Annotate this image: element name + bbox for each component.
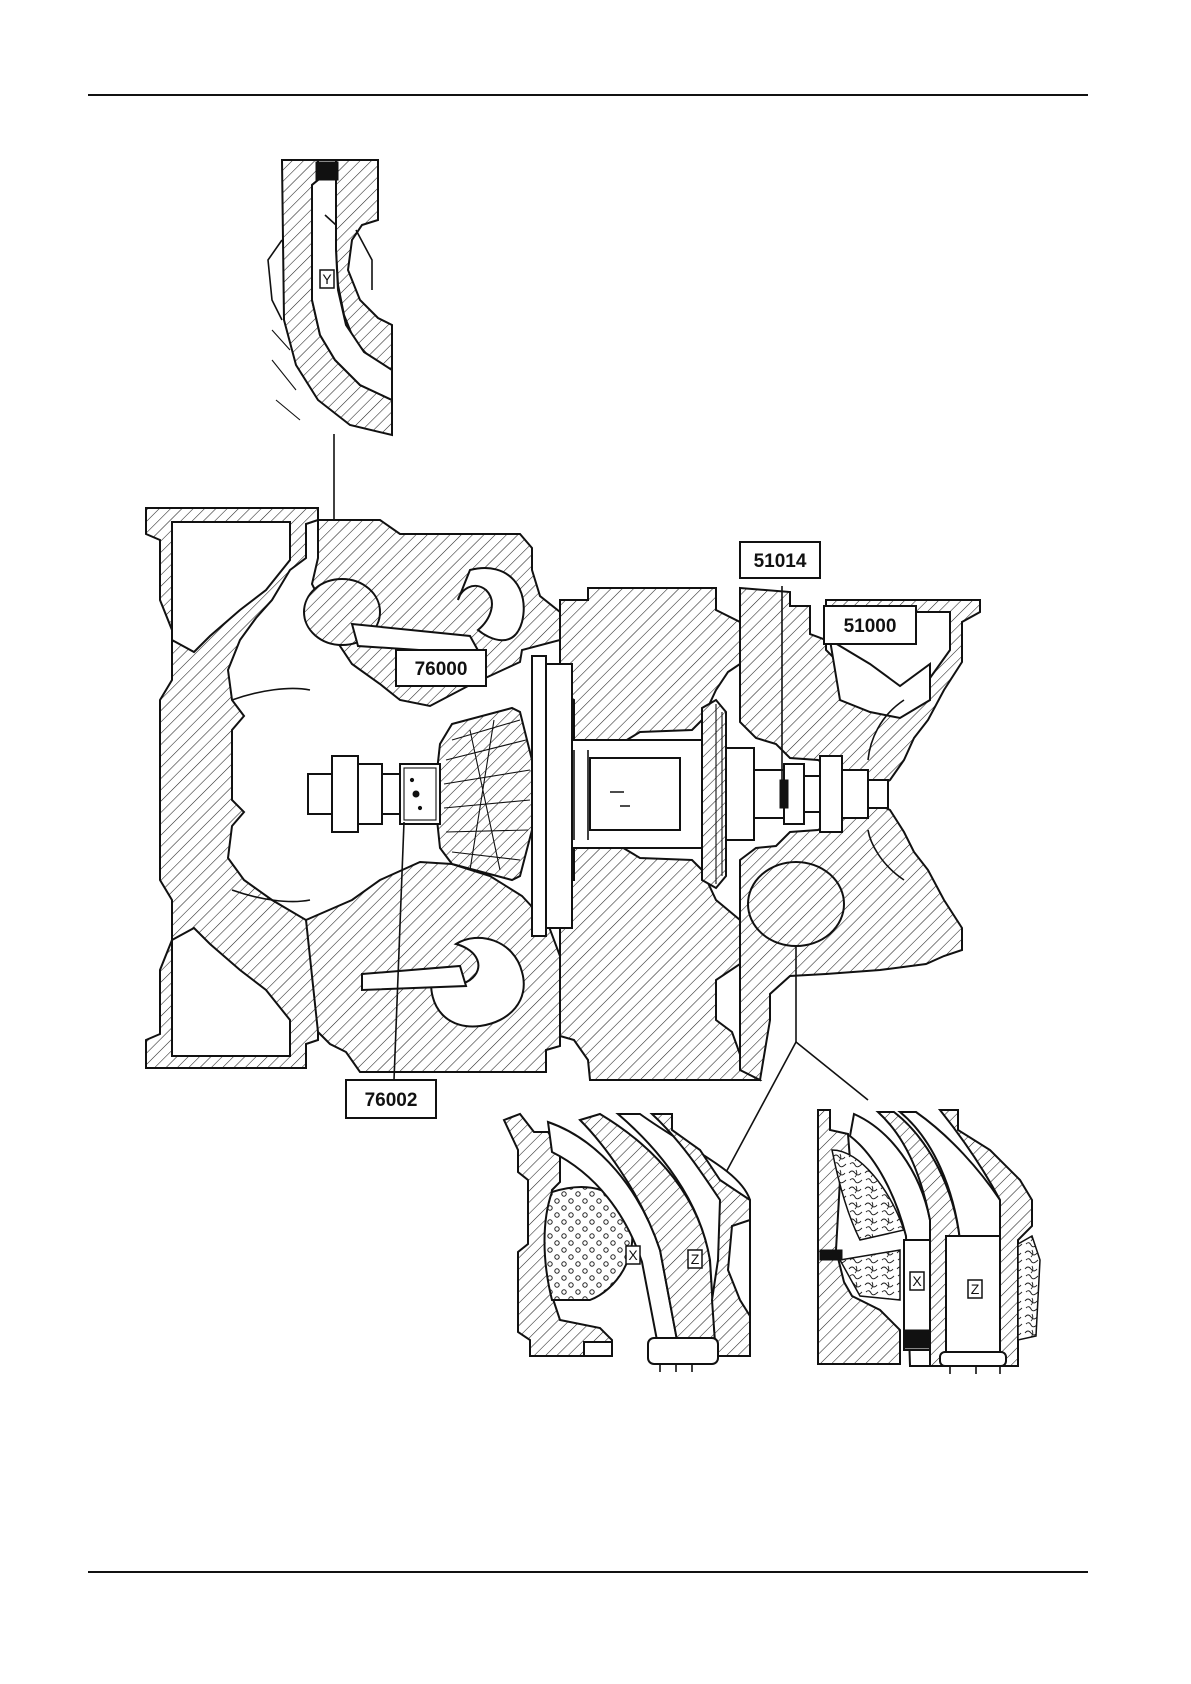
- tag-z-left: Z: [691, 1251, 700, 1267]
- tag-z-right: Z: [971, 1281, 980, 1297]
- main-cross-section: [146, 508, 980, 1080]
- callout-51014: 51014: [754, 551, 807, 572]
- tag-x-left: X: [628, 1247, 638, 1263]
- callout-76000: 76000: [415, 659, 468, 680]
- tag-x-right: X: [912, 1273, 922, 1289]
- callout-76002: 76002: [365, 1090, 418, 1111]
- detail-left-gas-inlet: [504, 1114, 750, 1372]
- tag-y: Y: [322, 271, 332, 287]
- compressor-side-bearing: [308, 756, 440, 832]
- detail-right-gas-inlet: [818, 1110, 1040, 1374]
- callout-51000: 51000: [844, 616, 897, 637]
